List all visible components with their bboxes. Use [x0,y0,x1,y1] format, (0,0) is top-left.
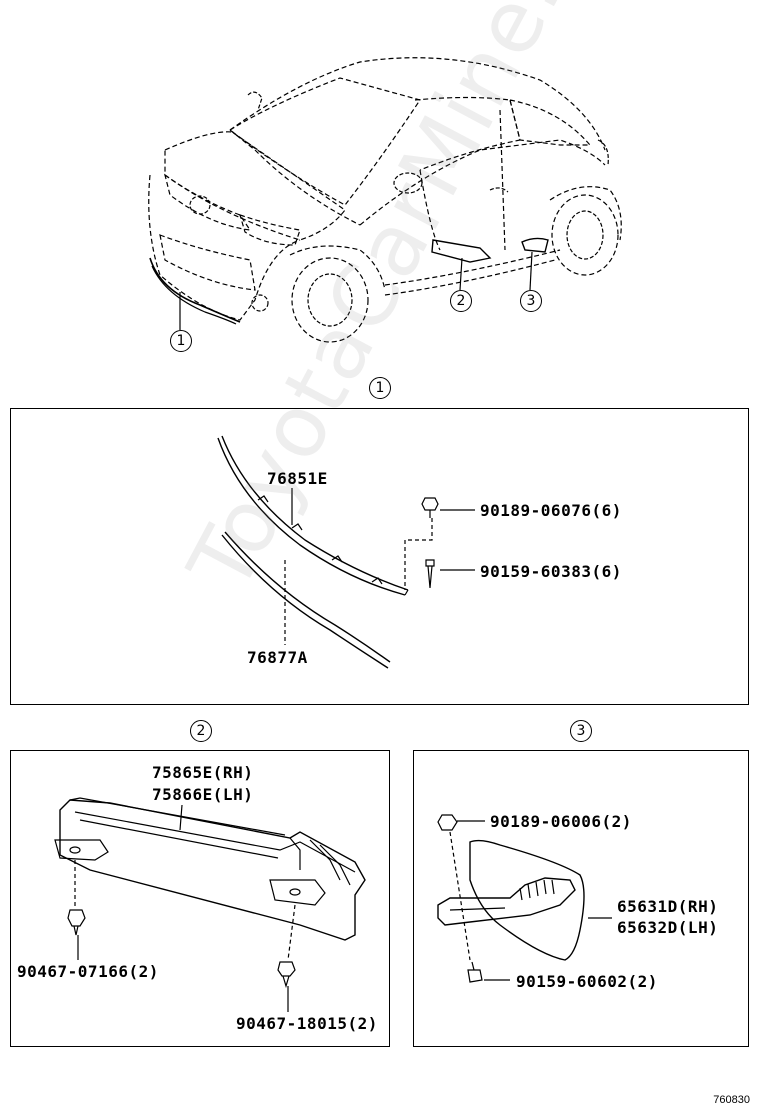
part-76877A-label[interactable]: 76877A [247,648,308,667]
section-1-drawing [217,435,475,669]
car-illustration [148,57,622,343]
part-90189-06006-label[interactable]: 90189-06006(2) [490,812,632,831]
part-90159-60602-label[interactable]: 90159-60602(2) [516,972,658,991]
section-3-header: 3 [570,720,592,742]
part-90159-60383-label[interactable]: 90159-60383(6) [480,562,622,581]
section-2-drawing [54,797,366,1012]
section-1-header: 1 [369,377,391,399]
section-2-header: 2 [190,720,212,742]
part-75866E-label[interactable]: 75866E(LH) [152,785,254,804]
callout-3-car[interactable]: 3 [520,290,542,312]
section-3-drawing [437,814,612,983]
part-90467-18015-label[interactable]: 90467-18015(2) [236,1014,378,1033]
part-75865E-label[interactable]: 75865E(RH) [152,763,254,782]
part-65631D-label[interactable]: 65631D(RH) [617,897,719,916]
callout-2-car[interactable]: 2 [450,290,472,312]
part-90467-07166-label[interactable]: 90467-07166(2) [17,962,159,981]
part-90189-06076-label[interactable]: 90189-06076(6) [480,501,622,520]
section-2-panel [10,750,390,1047]
section-3-panel [413,750,749,1047]
part-76851E-label[interactable]: 76851E [267,469,328,488]
figure-code: 760830 [713,1094,750,1106]
section-1-panel [10,408,749,705]
callout-1-car[interactable]: 1 [170,330,192,352]
part-65632D-label[interactable]: 65632D(LH) [617,918,719,937]
